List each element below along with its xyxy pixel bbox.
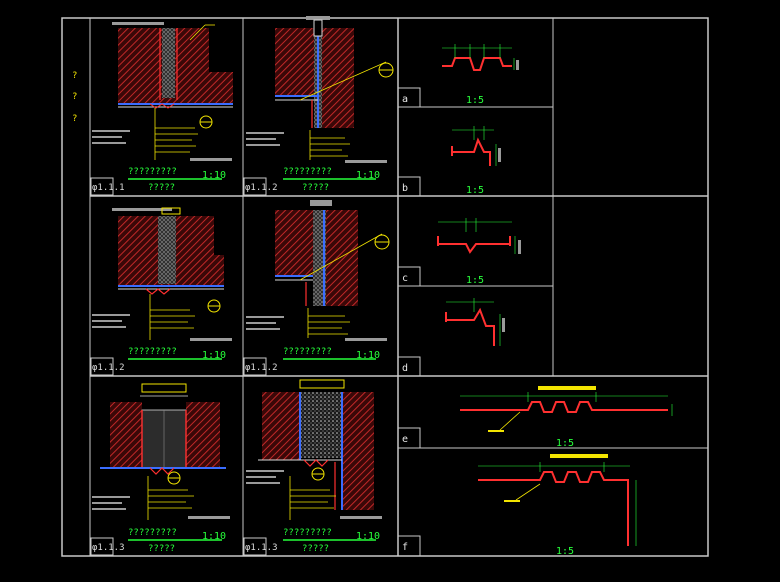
profile-a-scale: 1:5 <box>466 95 484 106</box>
profile-c-scale: 1:5 <box>466 275 484 286</box>
detail-5-subtitle: ????? <box>148 544 175 554</box>
sheet-frame <box>61 17 709 557</box>
detail-4-scale: 1:10 <box>356 350 380 361</box>
detail-5-id: φ1.1.3 <box>92 543 125 553</box>
detail-3 <box>92 207 232 341</box>
detail-3-scale: 1:10 <box>202 350 226 361</box>
detail-2-subtitle: ????? <box>302 183 329 193</box>
detail-1-id: φ1.1.1 <box>92 183 125 193</box>
detail-2-id: φ1.1.2 <box>245 183 278 193</box>
detail-2 <box>246 16 394 163</box>
detail-5-title: ????????? <box>128 528 177 538</box>
detail-3-title: ????????? <box>128 347 177 357</box>
detail-3-id: φ1.1.2 <box>92 363 125 373</box>
detail-4-title: ????????? <box>283 347 332 357</box>
note-mark-3: ? <box>72 114 77 124</box>
note-mark-1: ? <box>72 71 77 81</box>
detail-6 <box>246 379 382 520</box>
profile-b <box>451 126 501 166</box>
detail-5 <box>92 383 230 520</box>
detail-2-title: ????????? <box>283 167 332 177</box>
detail-1-subtitle: ????? <box>148 183 175 193</box>
profile-d <box>445 298 505 346</box>
profile-c-letter: c <box>402 273 408 284</box>
profile-e <box>460 386 673 432</box>
detail-6-id: φ1.1.3 <box>245 543 278 553</box>
detail-1-scale: 1:10 <box>202 170 226 181</box>
profile-c <box>437 218 521 254</box>
detail-1 <box>92 22 233 161</box>
detail-6-scale: 1:10 <box>356 531 380 542</box>
detail-4 <box>246 200 390 341</box>
profile-f-letter: f <box>402 542 408 553</box>
detail-5-scale: 1:10 <box>202 531 226 542</box>
profile-f <box>478 454 637 546</box>
profile-letter-boxes <box>397 87 421 557</box>
detail-6-subtitle: ????? <box>302 544 329 554</box>
profile-d-letter: d <box>402 363 408 374</box>
profile-e-scale: 1:5 <box>556 438 574 449</box>
profile-b-scale: 1:5 <box>466 185 484 196</box>
note-mark-2: ? <box>72 92 77 102</box>
detail-4-id: φ1.1.2 <box>245 363 278 373</box>
detail-2-scale: 1:10 <box>356 170 380 181</box>
profile-f-scale: 1:5 <box>556 546 574 557</box>
profile-b-letter: b <box>402 183 408 194</box>
profile-e-letter: e <box>402 434 408 445</box>
detail-1-title: ????????? <box>128 167 177 177</box>
detail-6-title: ????????? <box>283 528 332 538</box>
profile-a-letter: a <box>402 94 408 105</box>
profile-a <box>442 44 519 71</box>
